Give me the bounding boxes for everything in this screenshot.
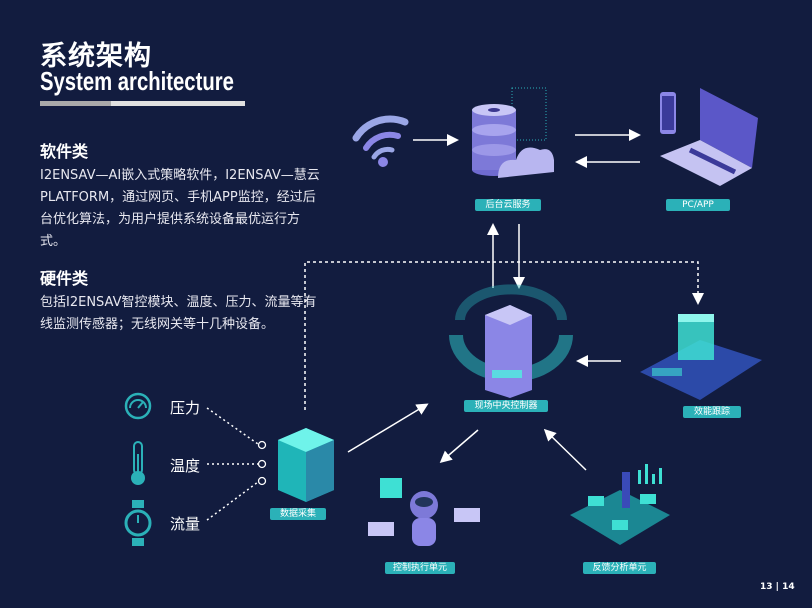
control-unit-illustration [368, 478, 480, 546]
hardware-description: 包括I2ENSAV智控模块、温度、压力、流量等有线监测传感器；无线网关等十几种设… [40, 295, 317, 332]
node-central-controller: 现场中央控制器 [464, 400, 548, 412]
data-collection-illustration [278, 428, 334, 502]
page-subtitle: System architecture [40, 66, 234, 96]
software-heading: 软件类 [40, 142, 89, 161]
efficiency-illustration [640, 314, 762, 400]
title-underline [40, 101, 245, 106]
page-title: 系统架构 [40, 41, 152, 72]
feedback-illustration [570, 464, 670, 545]
hardware-heading: 硬件类 [40, 269, 89, 288]
controller-illustration [449, 284, 573, 398]
laptop-phone-illustration [660, 88, 758, 186]
node-control-unit: 控制执行单元 [385, 562, 455, 574]
flow-meter-icon [124, 500, 152, 546]
gauge-icon [124, 392, 152, 420]
node-pc-app: PC/APP [666, 199, 730, 211]
software-description: I2ENSAV—AI嵌入式策略软件，I2ENSAV—慧云PLATFORM，通过网… [40, 168, 320, 249]
sensor-label-flow: 流量 [170, 515, 201, 533]
wifi-icon [352, 115, 409, 167]
node-data-collection: 数据采集 [270, 508, 326, 520]
sensor-label-pressure: 压力 [170, 399, 201, 417]
sensor-label-temperature: 温度 [170, 457, 201, 475]
page-number: 13 | 14 [760, 582, 795, 592]
node-feedback-analysis: 反馈分析单元 [583, 562, 656, 574]
cloud-server-illustration [472, 87, 554, 178]
thermometer-icon [131, 441, 145, 485]
node-efficiency-tracking: 效能跟踪 [683, 406, 741, 418]
node-cloud-service: 后台云服务 [475, 199, 541, 211]
